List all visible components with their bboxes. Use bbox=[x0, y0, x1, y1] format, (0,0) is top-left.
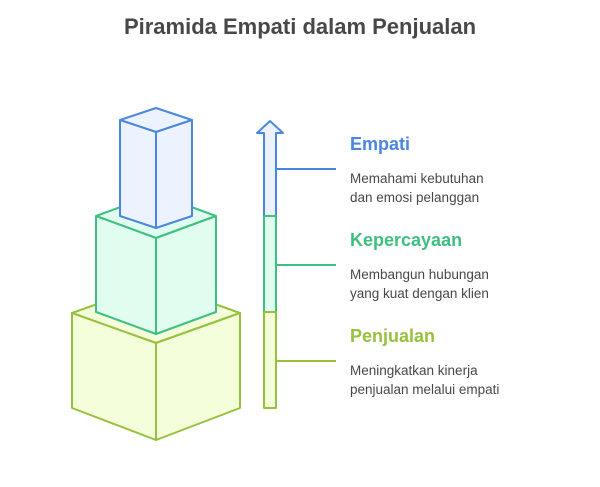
level-desc-empati: Memahami kebutuhan dan emosi pelanggan bbox=[350, 169, 570, 207]
desc-line: Memahami kebutuhan bbox=[350, 171, 484, 186]
desc-line: yang kuat dengan klien bbox=[350, 286, 489, 301]
level-desc-kepercayaan: Membangun hubungan yang kuat dengan klie… bbox=[350, 265, 570, 303]
level-desc-penjualan: Meningkatkan kinerja penjualan melalui e… bbox=[350, 361, 570, 399]
level-label-kepercayaan: Kepercayaan bbox=[350, 230, 463, 250]
desc-line: Membangun hubungan bbox=[350, 267, 489, 282]
desc-line: Meningkatkan kinerja bbox=[350, 363, 478, 378]
empati-block bbox=[119, 107, 193, 229]
desc-line: penjualan melalui empati bbox=[350, 382, 500, 397]
desc-line: dan emosi pelanggan bbox=[350, 190, 480, 205]
page-title: Piramida Empati dalam Penjualan bbox=[123, 14, 477, 39]
level-label-empati: Empati bbox=[350, 134, 411, 154]
arrow-up-icon bbox=[256, 120, 284, 409]
level-label-penjualan: Penjualan bbox=[350, 326, 436, 346]
